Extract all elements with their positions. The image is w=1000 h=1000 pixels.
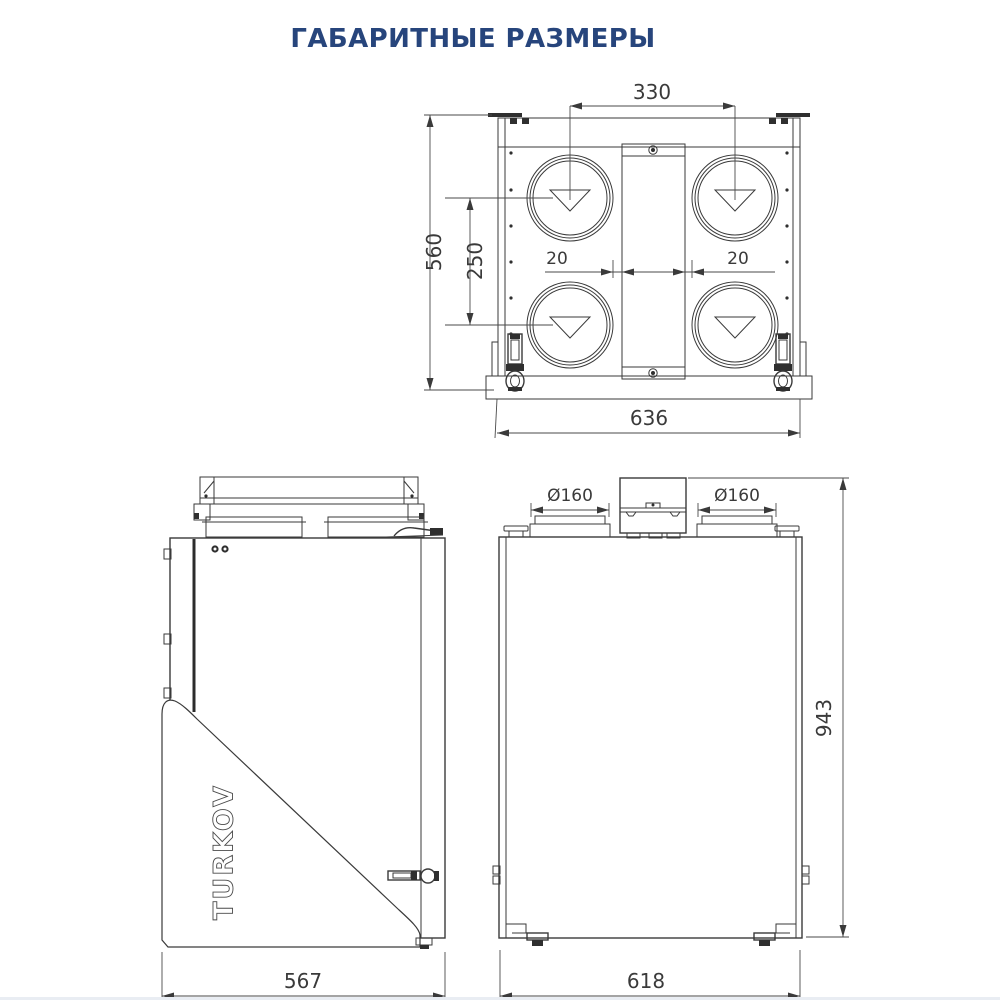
mounting-bracket-right [769, 113, 810, 124]
dim-label-943: 943 [812, 699, 836, 737]
dim-567: 567 [161, 952, 446, 1000]
top-view-drawing: 330 560 250 20 [422, 80, 813, 439]
dim-560: 560 [422, 114, 494, 391]
front-hinges [492, 865, 810, 885]
dim-d160-right: Ø160 [697, 486, 777, 517]
airflow-triangle-icon [548, 316, 592, 339]
top-latch-lever [385, 526, 444, 538]
side-foot [415, 937, 433, 949]
dim-330: 330 [569, 80, 736, 200]
side-view-drawing: TURKOV 567 [161, 476, 446, 1000]
door-latch [387, 868, 439, 884]
cap-screw-left [503, 525, 529, 538]
dim-label-d160-right: Ø160 [714, 486, 760, 506]
door-knobs [211, 545, 229, 553]
duct-collar-left [529, 515, 611, 538]
mounting-bracket-left [488, 113, 529, 124]
dim-label-20-left: 20 [546, 249, 568, 269]
hinges [163, 548, 172, 699]
dim-label-618: 618 [627, 969, 665, 993]
latch-left [491, 333, 525, 392]
dim-label-20-right: 20 [727, 249, 749, 269]
dim-20-right: 20 [671, 249, 749, 276]
front-view-drawing: Ø160 Ø160 943 618 [492, 477, 849, 1000]
dim-943: 943 [688, 477, 849, 938]
dim-label-330: 330 [633, 80, 671, 104]
latch-right [773, 333, 807, 392]
dim-20-left: 20 [545, 249, 775, 278]
airflow-triangle-icon [713, 316, 757, 339]
dim-d160-left: Ø160 [530, 486, 610, 517]
dim-250: 250 [445, 197, 553, 326]
turkov-logo: TURKOV [209, 784, 240, 920]
wedge-panel [161, 699, 421, 948]
page-title: ГАБАРИТНЫЕ РАЗМЕРЫ [290, 24, 656, 54]
dim-label-560: 560 [422, 233, 446, 271]
dim-label-d160-left: Ø160 [547, 486, 593, 506]
junction-box [619, 477, 687, 539]
duct-collar-right [696, 515, 778, 538]
cap-screw-right [774, 525, 800, 538]
dim-label-567: 567 [284, 969, 322, 993]
bottom-divider [0, 997, 1000, 1000]
foot-right [753, 923, 797, 946]
dim-618: 618 [499, 950, 801, 1000]
dim-636: 636 [494, 398, 801, 439]
dim-label-636: 636 [630, 406, 668, 430]
center-divider [621, 143, 686, 380]
foot-left [505, 923, 549, 946]
dim-label-250: 250 [463, 242, 487, 280]
round-port-bottom-right [691, 281, 779, 369]
